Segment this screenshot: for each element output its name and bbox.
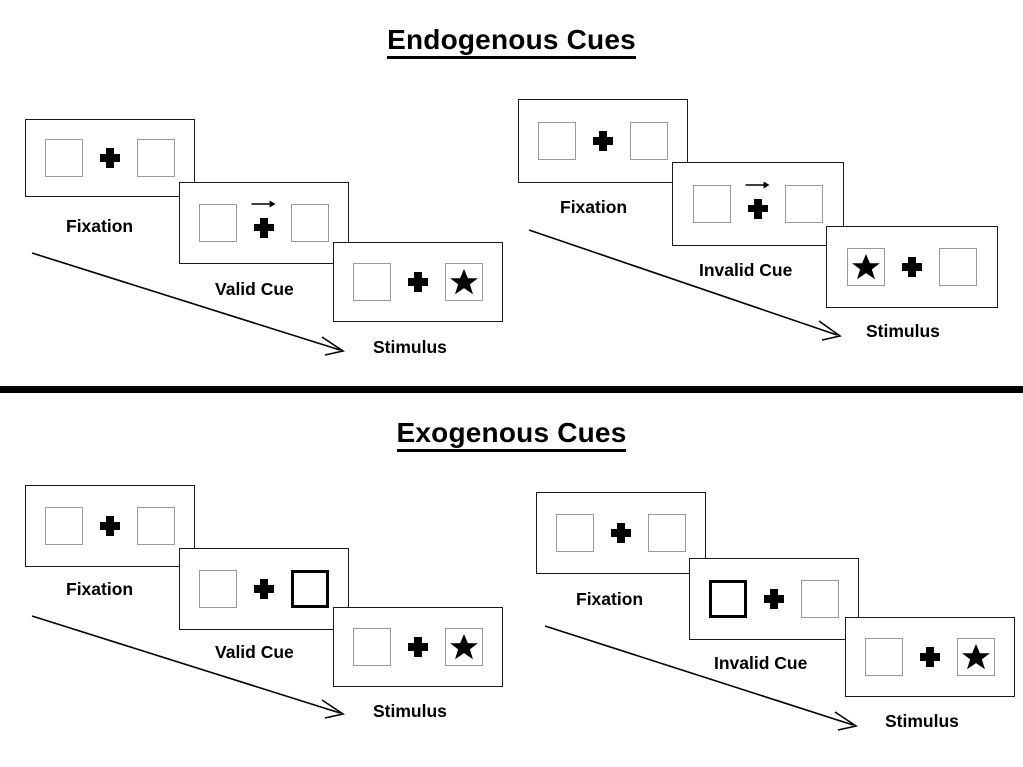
placeholder-box-left [199, 570, 237, 608]
frame-endogenous-invalid-stimulus [826, 226, 998, 308]
caption-endogenous-invalid-fixation: Fixation [560, 197, 628, 217]
placeholder-box-right [785, 185, 823, 223]
placeholder-box-left [847, 248, 885, 286]
fixation-cross-wrap [608, 511, 634, 555]
placeholder-box-right [939, 248, 977, 286]
placeholder-box-left [693, 185, 731, 223]
frame-endogenous-invalid-fixation [518, 99, 688, 183]
placeholder-box-right [630, 122, 668, 160]
frame-exogenous-valid-stimulus [333, 607, 503, 687]
fixation-cross-wrap [899, 245, 925, 289]
placeholder-box-left [538, 122, 576, 160]
frame-exogenous-invalid-fixation [536, 492, 706, 574]
star-stimulus-icon [450, 269, 478, 295]
caption-exogenous-valid-stimulus: Stimulus [373, 701, 447, 721]
frame-exogenous-valid-fixation [25, 485, 195, 567]
caption-endogenous-invalid-stimulus: Stimulus [866, 321, 940, 341]
time-arrow-exogenous-invalid [544, 625, 859, 731]
fixation-cross-wrap [405, 260, 431, 304]
fixation-plus-icon [254, 579, 274, 599]
fixation-plus-icon [408, 637, 428, 657]
placeholder-box-left [45, 507, 83, 545]
placeholder-box-left [865, 638, 903, 676]
fixation-cross-wrap [761, 577, 787, 621]
fixation-cross-wrap [745, 181, 771, 226]
caption-exogenous-invalid-stimulus: Stimulus [885, 711, 959, 731]
fixation-plus-icon [611, 523, 631, 543]
placeholder-box-left [45, 139, 83, 177]
placeholder-box-right [648, 514, 686, 552]
fixation-plus-icon [100, 148, 120, 168]
star-stimulus-icon [852, 254, 880, 280]
frame-exogenous-valid-cue [179, 548, 349, 630]
frame-endogenous-valid-stimulus [333, 242, 503, 322]
fixation-plus-icon [920, 647, 940, 667]
frame-exogenous-invalid-stimulus [845, 617, 1015, 697]
section-title-exogenous-text: Exogenous Cues [396, 417, 627, 452]
caption-endogenous-valid-fixation: Fixation [66, 216, 134, 236]
section-title-endogenous-text: Endogenous Cues [387, 24, 636, 59]
arrow-right-cue-icon [745, 181, 770, 189]
placeholder-box-right [445, 263, 483, 301]
placeholder-box-right [801, 580, 839, 618]
caption-exogenous-valid-fixation: Fixation [66, 579, 134, 599]
time-arrow-endogenous-valid [31, 252, 346, 356]
star-stimulus-icon [962, 644, 990, 670]
fixation-plus-icon [748, 198, 768, 219]
time-arrow-endogenous-invalid [528, 229, 842, 341]
fixation-cross-wrap [917, 635, 943, 679]
fixation-cross-wrap [97, 136, 123, 180]
fixation-cross-wrap [251, 567, 277, 611]
frame-endogenous-valid-cue [179, 182, 349, 264]
caption-endogenous-valid-cue: Valid Cue [215, 279, 294, 299]
placeholder-box-left [353, 263, 391, 301]
placeholder-box-right [291, 204, 329, 242]
fixation-plus-icon [593, 131, 613, 151]
placeholder-box-right [137, 139, 175, 177]
placeholder-box-right [445, 628, 483, 666]
placeholder-box-left [353, 628, 391, 666]
fixation-plus-icon [408, 272, 428, 292]
caption-exogenous-valid-cue: Valid Cue [215, 642, 294, 662]
fixation-plus-icon [902, 257, 922, 277]
fixation-plus-icon [254, 217, 274, 238]
fixation-plus-icon [764, 589, 784, 609]
fixation-cross-wrap [251, 200, 277, 245]
section-title-exogenous: Exogenous Cues [0, 417, 1023, 452]
placeholder-box-right-cued [291, 570, 329, 608]
fixation-cross-wrap [97, 504, 123, 548]
time-arrow-exogenous-valid [31, 615, 346, 719]
fixation-cross-wrap [405, 625, 431, 669]
placeholder-box-left [556, 514, 594, 552]
section-divider [0, 386, 1023, 393]
frame-endogenous-valid-fixation [25, 119, 195, 197]
fixation-cross-wrap [590, 119, 616, 163]
caption-exogenous-invalid-cue: Invalid Cue [714, 653, 808, 673]
arrow-right-cue-icon [251, 200, 276, 208]
caption-endogenous-valid-stimulus: Stimulus [373, 337, 447, 357]
placeholder-box-right [957, 638, 995, 676]
frame-endogenous-invalid-cue [672, 162, 844, 246]
caption-endogenous-invalid-cue: Invalid Cue [699, 260, 793, 280]
placeholder-box-left [199, 204, 237, 242]
placeholder-box-left-cued [709, 580, 747, 618]
frame-exogenous-invalid-cue [689, 558, 859, 640]
fixation-plus-icon [100, 516, 120, 536]
star-stimulus-icon [450, 634, 478, 660]
caption-exogenous-invalid-fixation: Fixation [576, 589, 644, 609]
section-title-endogenous: Endogenous Cues [0, 24, 1023, 59]
placeholder-box-right [137, 507, 175, 545]
